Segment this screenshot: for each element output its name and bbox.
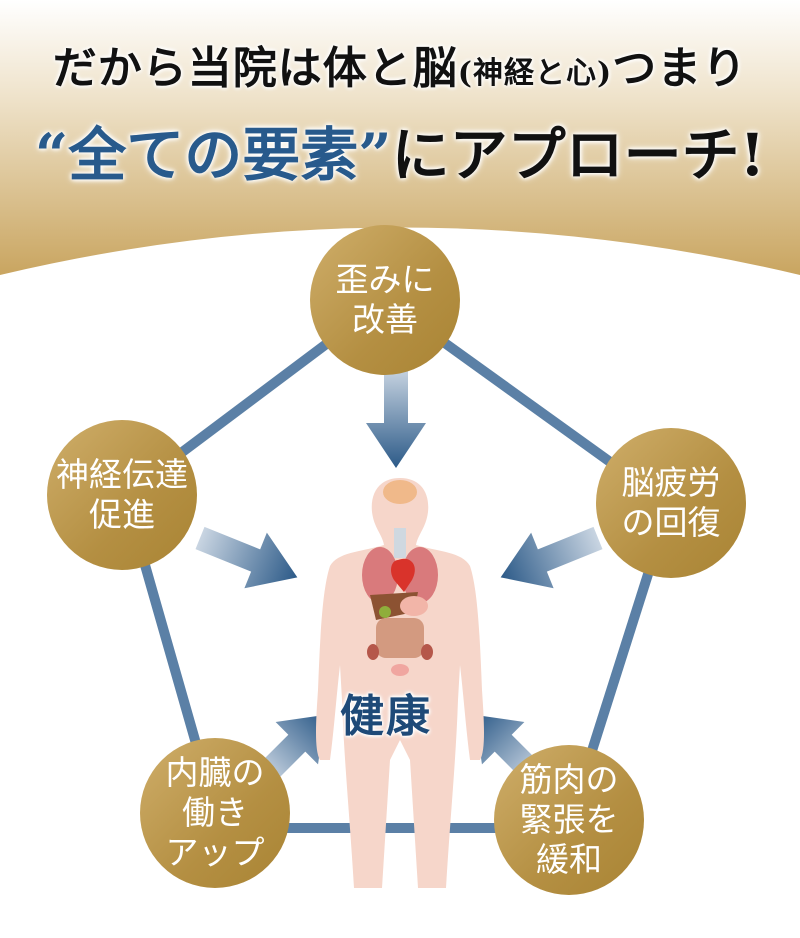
kidney-icon [367, 644, 379, 660]
human-body-illustration [316, 478, 484, 888]
arrow-right [500, 526, 603, 589]
headline-text-end: つまり [612, 43, 748, 94]
node-label: 緊張を [519, 800, 619, 839]
node-muscle-tension-relief: 筋肉の 緊張を 緩和 [494, 745, 644, 895]
headline-text: だから当院は体と脳 [52, 43, 458, 94]
node-organ-function: 内臓の 働き アップ [140, 738, 290, 888]
lung-left-icon [362, 547, 398, 603]
intestine-icon [376, 618, 424, 658]
node-label: 促進 [89, 495, 155, 534]
node-label: 神経伝達 [56, 455, 188, 494]
arrow-left [195, 526, 298, 589]
trachea-icon [394, 528, 406, 558]
node-label: 筋肉の [519, 760, 619, 799]
headline-paren-text: (神経と心) [457, 56, 613, 91]
arrows [195, 368, 603, 784]
node-label: の回復 [621, 503, 721, 542]
node-label: 歪みに [335, 260, 435, 299]
center-health-label: 健康 [340, 691, 432, 742]
node-label: アップ [165, 833, 265, 872]
node-nerve-transmission: 神経伝達 促進 [47, 420, 197, 570]
headline-line-2: “全ての要素”にアプローチ! [0, 108, 800, 192]
node-label: 働き [182, 793, 248, 832]
node-label: 改善 [352, 300, 418, 339]
headline-text-rest: にアプローチ! [391, 121, 766, 189]
kidney-icon [421, 644, 433, 660]
arrow-top [366, 368, 426, 468]
heart-icon [391, 558, 415, 592]
stomach-icon [400, 596, 428, 616]
headline-emphasis: “全ての要素” [34, 121, 392, 189]
node-label: 内臓の [165, 753, 265, 792]
gallbladder-icon [379, 606, 391, 618]
node-brain-fatigue-recovery: 脳疲労 の回復 [596, 428, 746, 578]
node-distortion-improvement: 歪みに 改善 [310, 225, 460, 375]
brain-icon [383, 480, 417, 504]
bladder-icon [391, 664, 409, 676]
node-label: 緩和 [536, 840, 602, 879]
headline-line-1: だから当院は体と脳(神経と心)つまり [0, 32, 800, 96]
node-label: 脳疲労 [621, 463, 721, 502]
